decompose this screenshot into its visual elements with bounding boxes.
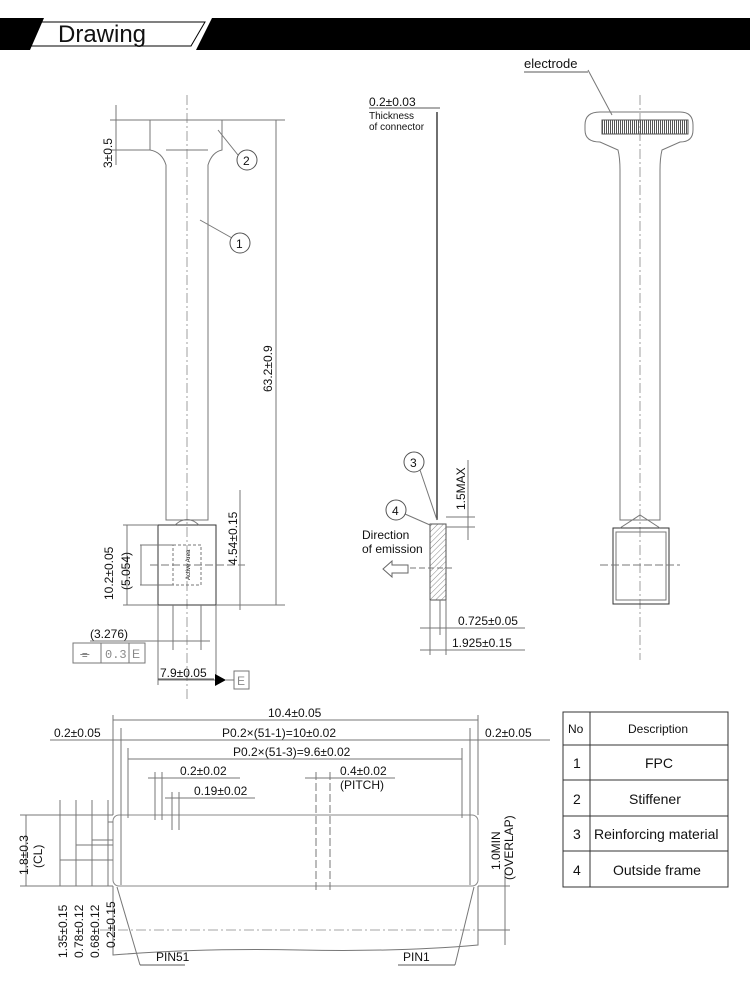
dim-panel-width: 7.9±0.05 bbox=[160, 666, 207, 680]
dim-stiffener-height: 3±0.5 bbox=[101, 138, 115, 168]
dim-edge-right: 0.2±0.05 bbox=[485, 726, 532, 740]
balloon-3: 3 bbox=[403, 451, 438, 521]
svg-text:4: 4 bbox=[573, 862, 581, 878]
symmetry-icon: ⌯ bbox=[80, 647, 90, 661]
svg-text:Reinforcing material: Reinforcing material bbox=[594, 826, 719, 842]
table-row: 4 Outside frame bbox=[573, 862, 701, 878]
datum-label: E bbox=[237, 674, 245, 688]
svg-text:Outside frame: Outside frame bbox=[613, 862, 701, 878]
side-view: 0.2±0.03 Thickness of connector 1.5MAX 3… bbox=[362, 95, 525, 655]
svg-text:1: 1 bbox=[573, 755, 581, 771]
dim-edge-left: 0.2±0.05 bbox=[54, 726, 101, 740]
dim-thickness: 0.2±0.03 bbox=[369, 95, 416, 109]
dim-pad-width: 0.2±0.02 bbox=[180, 764, 227, 778]
direction-label-2: of emission bbox=[362, 542, 423, 556]
dim-active-width: (3.276) bbox=[90, 627, 128, 641]
tolerance-datum: E bbox=[132, 647, 140, 661]
svg-text:Stiffener: Stiffener bbox=[629, 791, 681, 807]
table-row: 1 FPC bbox=[573, 755, 673, 771]
back-view: electrode bbox=[524, 56, 694, 660]
table-row: 3 Reinforcing material bbox=[573, 826, 719, 842]
table-row: 2 Stiffener bbox=[573, 791, 681, 807]
dim-panel-height: 10.2±0.05 bbox=[102, 546, 116, 600]
dim-total-length: 63.2±0.9 bbox=[261, 345, 275, 392]
v-dim-1: 1.35±0.15 bbox=[56, 904, 70, 958]
thickness-note-2: of connector bbox=[369, 122, 425, 133]
parts-table: No Description 1 FPC 2 Stiffener 3 Reinf… bbox=[562, 711, 729, 888]
pin1-label: PIN1 bbox=[403, 950, 430, 964]
dim-max: 1.5MAX bbox=[454, 467, 468, 510]
svg-text:3: 3 bbox=[410, 456, 417, 470]
dim-width: 10.4±0.05 bbox=[268, 706, 322, 720]
svg-text:4: 4 bbox=[392, 504, 399, 518]
svg-text:2: 2 bbox=[573, 791, 581, 807]
dim-a: 0.725±0.05 bbox=[458, 614, 518, 628]
v-dim-2: 0.78±0.12 bbox=[72, 904, 86, 958]
v-dim-4: 0.2±0.15 bbox=[104, 901, 118, 948]
svg-text:3: 3 bbox=[573, 826, 581, 842]
dim-pitch-inner: P0.2×(51-3)=9.6±0.02 bbox=[233, 745, 351, 759]
dim-cl: 1.8±0.3 bbox=[17, 835, 31, 875]
direction-label: Direction bbox=[362, 528, 409, 542]
svg-text:FPC: FPC bbox=[645, 755, 673, 771]
pin51-label: PIN51 bbox=[156, 950, 190, 964]
dim-b: 1.925±0.15 bbox=[452, 636, 512, 650]
dim-pitch: 0.4±0.02 bbox=[340, 764, 387, 778]
electrode-label: electrode bbox=[524, 56, 577, 71]
balloon-2: 2 bbox=[217, 129, 258, 171]
active-area-label: Active Area bbox=[186, 549, 192, 580]
tolerance-frame: ⌯ 0.3 E bbox=[72, 642, 146, 664]
dim-active-height: (5.054) bbox=[119, 552, 133, 590]
header-bar: Drawing bbox=[0, 18, 750, 50]
front-view: Active Area 3±0.5 63.2±0.9 10.2±0.05 (5.… bbox=[72, 95, 285, 700]
emission-arrow-icon bbox=[382, 559, 409, 579]
header-title: Drawing bbox=[58, 21, 146, 48]
svg-text:1: 1 bbox=[236, 237, 243, 251]
dim-cl-note: (CL) bbox=[31, 845, 45, 868]
balloon-1: 1 bbox=[199, 219, 251, 254]
pitch-note: (PITCH) bbox=[340, 778, 384, 792]
table-header-description: Description bbox=[628, 722, 688, 736]
dim-pad-gap: 0.19±0.02 bbox=[194, 784, 248, 798]
v-dim-3: 0.68±0.12 bbox=[88, 904, 102, 958]
svg-text:2: 2 bbox=[243, 154, 250, 168]
dim-overlap-note: (OVERLAP) bbox=[502, 815, 516, 880]
balloon-4: 4 bbox=[385, 499, 431, 526]
dim-pitch-total: P0.2×(51-1)=10±0.02 bbox=[222, 726, 336, 740]
tolerance-value: 0.3 bbox=[105, 648, 127, 662]
table-header-no: No bbox=[568, 722, 584, 736]
connector-detail: 10.4±0.05 0.2±0.05 0.2±0.05 P0.2×(51-1)=… bbox=[17, 706, 550, 966]
dim-center-offset: 4.54±0.15 bbox=[226, 511, 240, 565]
dim-overlap: 1.0MIN bbox=[489, 831, 503, 870]
thickness-note: Thickness bbox=[369, 111, 414, 122]
